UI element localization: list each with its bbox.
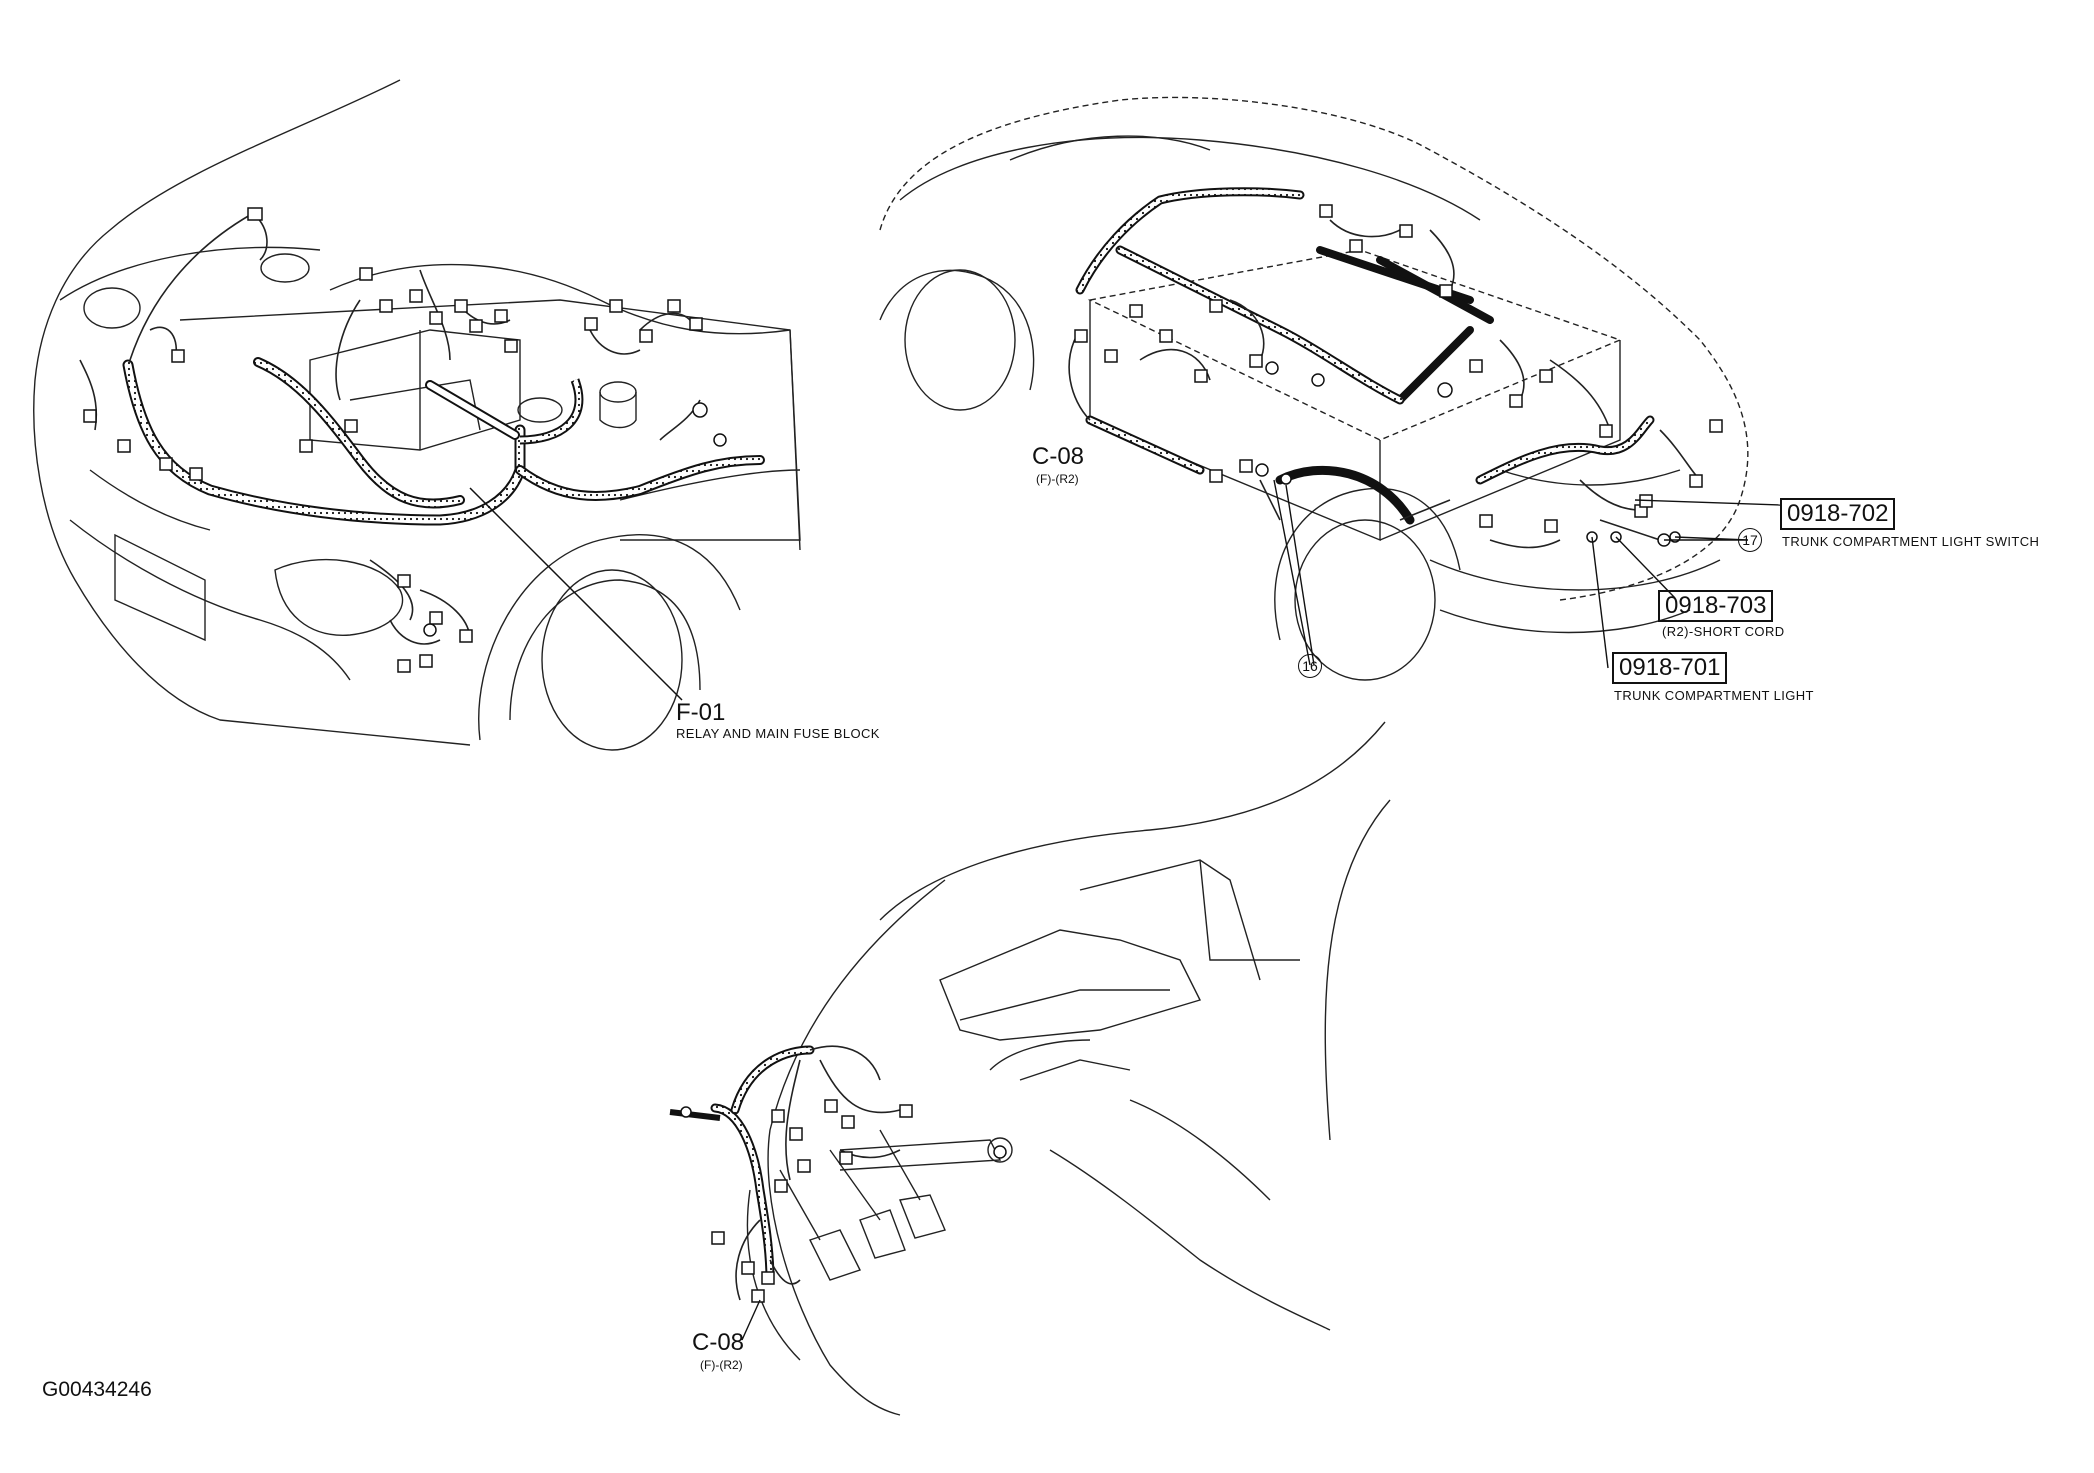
0918-702-description: TRUNK COMPARTMENT LIGHT SWITCH	[1782, 534, 2040, 549]
c08-upper-code: C-08	[1032, 443, 1085, 470]
interior-harness	[669, 1045, 1007, 1341]
0918-702-code: 0918-702	[1780, 498, 1896, 530]
c08-lower-code: C-08	[692, 1329, 745, 1356]
interior-dash-view	[746, 721, 1391, 1416]
circled-number-17: 17	[1738, 528, 1762, 552]
front-engine-bay-view	[33, 79, 801, 751]
c08-upper-sub: (F)-(R2)	[1036, 472, 1079, 486]
0918-703-code: 0918-703	[1658, 590, 1774, 622]
rear-body-view	[879, 96, 1749, 681]
f01-code: F-01	[676, 699, 726, 726]
0918-701-description: TRUNK COMPARTMENT LIGHT	[1614, 688, 1814, 703]
c08-lower-sub: (F)-(R2)	[700, 1358, 743, 1372]
front-harness	[79, 207, 765, 701]
f01-description: RELAY AND MAIN FUSE BLOCK	[676, 726, 880, 741]
figure-id: G00434246	[42, 1378, 152, 1401]
0918-701-code: 0918-701	[1612, 652, 1728, 684]
rear-harness	[1068, 187, 1781, 669]
circled-number-16: 16	[1298, 654, 1322, 678]
0918-703-description: (R2)-SHORT CORD	[1662, 624, 1785, 639]
